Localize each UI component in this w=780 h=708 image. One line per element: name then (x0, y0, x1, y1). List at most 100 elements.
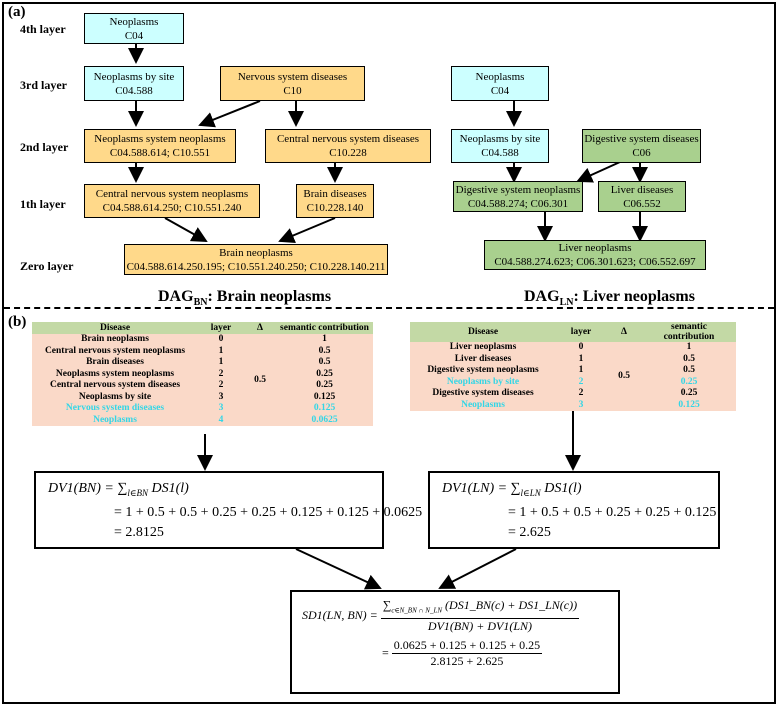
cell-semantic-contribution: 0.25 (316, 368, 333, 379)
cell-disease: Brain diseases (86, 357, 144, 368)
node-code: C04.588.274.623; C06.301.623; C06.552.69… (494, 256, 696, 268)
arrow (198, 100, 261, 128)
node-name: Central nervous system diseases (276, 133, 420, 145)
header-semantic-contribution: semantic contribution (642, 322, 736, 342)
ln-node-liver-neoplasms: Liver neoplasms C04.588.274.623; C06.301… (484, 240, 706, 270)
cell-layer: 4 (218, 414, 224, 425)
node-name: Liver diseases (610, 183, 674, 196)
ln-node-liver-diseases: Liver diseases C06.552 (598, 181, 686, 212)
node-code: C04.588 (115, 84, 153, 97)
ln-node-digestive-system-neoplasms: Digestive system neoplasms C04.588.274; … (453, 181, 583, 212)
cell-disease: Central nervous system diseases (49, 380, 181, 391)
bn-node-nervous-system-diseases: Nervous system diseases C10 (220, 66, 365, 101)
node-code: C04.588 (481, 147, 519, 159)
cell-delta: 0.5 (618, 371, 630, 381)
table-header-row: Disease layer Δ semantic contribution (32, 322, 373, 334)
ln-node-digestive-system-diseases: Digestive system diseases C06 (582, 129, 701, 163)
formula-line: = 2.8125 (114, 524, 164, 540)
cell-disease: Digestive system neoplasms (427, 365, 539, 376)
cell-semantic-contribution: 0.25 (680, 388, 698, 399)
cell-semantic-contribution: 0.5 (318, 345, 331, 356)
cell-disease: Central nervous system neoplasms (44, 345, 186, 356)
cell-layer: 1 (578, 365, 584, 376)
cell-semantic-contribution: 0.25 (680, 376, 698, 387)
node-code: C04.588.614.250.195; C10.551.240.250; C1… (126, 260, 386, 273)
cell-disease: Liver neoplasms (449, 342, 517, 353)
sd-value-fraction: 0.0625 + 0.125 + 0.125 + 0.25 2.8125 + 2… (391, 638, 543, 669)
header-disease: Disease (410, 322, 556, 342)
table-row: Central nervous system diseases 2 0.25 (32, 380, 373, 392)
layer-label-4: 4th layer (20, 22, 66, 36)
cell-disease: Neoplasms (461, 399, 505, 410)
header-delta: Δ (244, 322, 276, 334)
node-code: C04.588.614; C10.551 (109, 147, 211, 159)
arrow (438, 548, 517, 589)
node-name: Neoplasms (475, 70, 525, 83)
node-name: Nervous system diseases (237, 70, 348, 83)
layer-label-1: 1th layer (20, 197, 66, 211)
cell-layer: 2 (578, 388, 584, 399)
panel-a-label: (a) (8, 4, 26, 20)
node-code: C06.552 (623, 197, 661, 210)
formula-line: = 1 + 0.5 + 0.5 + 0.25 + 0.25 + 0.125 (508, 504, 717, 520)
formula-line: = 2.625 (508, 524, 551, 540)
dv-bn-formula-box: DV1(BN) = ∑l∈BN DS1(l) = 1 + 0.5 + 0.5 +… (34, 471, 422, 549)
cell-semantic-contribution: 0.125 (313, 391, 336, 402)
cell-semantic-contribution: 0.5 (683, 365, 695, 376)
node-name: Neoplasms system neoplasms (94, 133, 226, 145)
ln-node-neoplasms-by-site: Neoplasms by site C04.588 (451, 129, 549, 163)
cell-disease: Digestive system diseases (432, 388, 534, 399)
bn-node-brain-diseases: Brain diseases C10.228.140 (296, 184, 374, 218)
sd-formula-box: SD1(LN, BN) = ∑c∈N_BN ∩ N_LN (DS1_BN(c) … (290, 590, 620, 694)
table-row: Central nervous system neoplasms 1 0.5 (32, 346, 373, 358)
header-layer: layer (556, 322, 606, 342)
node-name: Brain neoplasms (219, 246, 293, 259)
formula-line: DV1(BN) = ∑l∈BN DS1(l) (48, 481, 189, 498)
table-header-row: Disease layer Δ semantic contribution (410, 322, 736, 342)
cell-semantic-contribution: 0.25 (316, 380, 333, 391)
formula-line: = 0.0625 + 0.125 + 0.125 + 0.25 2.8125 +… (382, 638, 543, 669)
node-code: C06 (632, 147, 651, 159)
ln-semantic-contribution-table: Disease layer Δ semantic contribution Li… (410, 322, 736, 411)
cell-layer: 3 (218, 391, 224, 402)
bn-node-neoplasms: Neoplasms C04 (84, 13, 184, 44)
cell-layer: 1 (218, 345, 224, 356)
cell-semantic-contribution: 0.0625 (311, 414, 338, 425)
cell-layer: 0 (578, 342, 584, 353)
section-divider (4, 307, 774, 309)
bn-node-neoplasms-by-site: Neoplasms by site C04.588 (84, 66, 184, 101)
arrow (164, 217, 208, 242)
cell-semantic-contribution: 1 (322, 334, 327, 345)
cell-layer: 3 (218, 403, 224, 414)
table-row: Liver neoplasms 0 0.5 1 (410, 342, 736, 381)
node-code: C10.228.140 (306, 202, 364, 214)
cell-disease: Nervous system diseases (65, 403, 165, 414)
cell-layer: 2 (218, 380, 224, 391)
cell-semantic-contribution: 1 (686, 342, 692, 353)
cell-disease: Brain neoplasms (81, 334, 149, 345)
node-name: Brain diseases (303, 188, 367, 200)
node-code: C04.588.274; C06.301 (467, 197, 569, 210)
cell-layer: 1 (578, 353, 584, 364)
bn-semantic-contribution-table: Disease layer Δ semantic contribution Br… (32, 322, 373, 426)
node-code: C04 (124, 29, 144, 42)
table-row: Digestive system neoplasms 1 0.5 (410, 365, 736, 377)
dv-ln-formula-box: DV1(LN) = ∑l∈LN DS1(l) = 1 + 0.5 + 0.5 +… (428, 471, 720, 549)
node-name: Digestive system neoplasms (455, 183, 581, 196)
node-name: Neoplasms (109, 15, 159, 28)
arrow (278, 217, 336, 243)
formula-line: DV1(LN) = ∑l∈LN DS1(l) (442, 481, 582, 498)
node-name: Neoplasms by site (459, 133, 541, 145)
node-name: Digestive system diseases (584, 133, 699, 145)
node-code: C04 (490, 84, 510, 97)
